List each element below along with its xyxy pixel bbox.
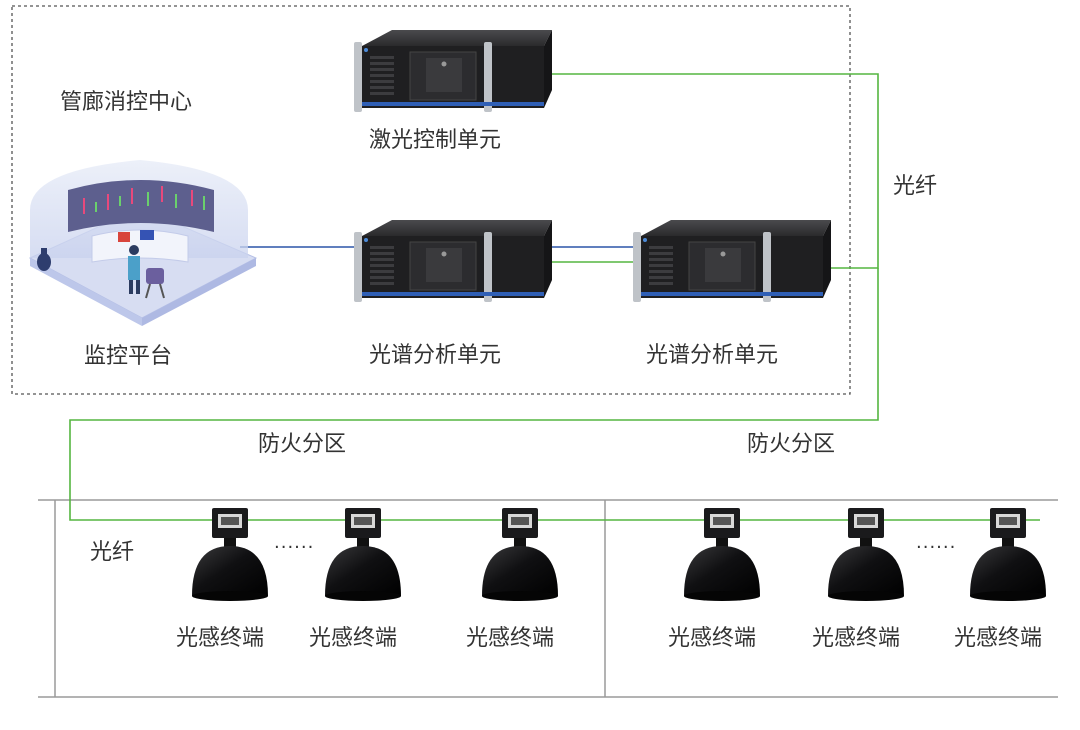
laser-control-unit-device (353, 29, 553, 113)
terminal-6-label: 光感终端 (954, 626, 1043, 651)
ellipsis-zone-1: ...... (274, 532, 315, 553)
spectrum-unit-2-label: 光谱分析单元 (646, 343, 779, 368)
fiber-label-right: 光纤 (893, 174, 938, 199)
control-center-boundary (11, 5, 851, 395)
ellipsis-zone-2: ...... (916, 532, 957, 553)
spectrum-unit-1-device (353, 219, 553, 303)
control-center-title: 管廊消控中心 (60, 90, 193, 115)
terminal-6-device (970, 508, 1046, 601)
spectrum-unit-1-label: 光谱分析单元 (369, 343, 502, 368)
terminal-4-device (684, 508, 760, 601)
terminal-5-label: 光感终端 (812, 626, 901, 651)
monitor-platform-label: 监控平台 (84, 344, 173, 369)
terminal-1-device (192, 508, 268, 601)
terminal-3-device (482, 508, 558, 601)
terminal-2-label: 光感终端 (309, 626, 398, 651)
terminal-2-device (325, 508, 401, 601)
fiber-link-laser-to-spectrum2 (545, 73, 879, 269)
fiber-trunk (69, 268, 1040, 521)
terminal-5-device (828, 508, 904, 601)
monitor-platform-illustration (28, 160, 258, 326)
spectrum-unit-2-device (632, 219, 832, 303)
terminal-4-label: 光感终端 (668, 626, 757, 651)
fiber-label-left: 光纤 (90, 540, 135, 565)
terminal-3-label: 光感终端 (466, 626, 555, 651)
laser-control-unit-label: 激光控制单元 (369, 128, 502, 153)
fire-zone-2-label: 防火分区 (747, 432, 836, 457)
terminal-1-label: 光感终端 (176, 626, 265, 651)
fire-zone-1-label: 防火分区 (258, 432, 347, 457)
